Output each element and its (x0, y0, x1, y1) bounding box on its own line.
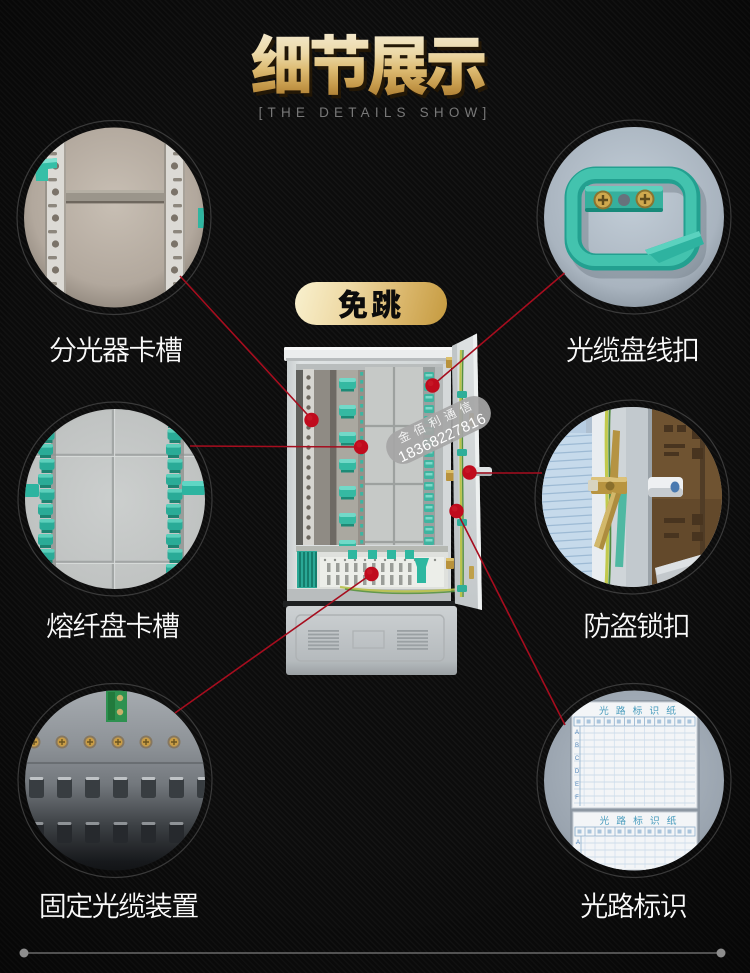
svg-text:F: F (575, 795, 579, 801)
svg-text:B: B (575, 743, 579, 749)
svg-text:C: C (575, 756, 580, 762)
svg-text:E: E (575, 782, 579, 788)
svg-text:[THE DETAILS SHOW]: [THE DETAILS SHOW] (259, 105, 492, 120)
svg-text:A: A (575, 730, 579, 736)
svg-text:D: D (575, 769, 580, 775)
svg-text:A: A (576, 840, 580, 846)
